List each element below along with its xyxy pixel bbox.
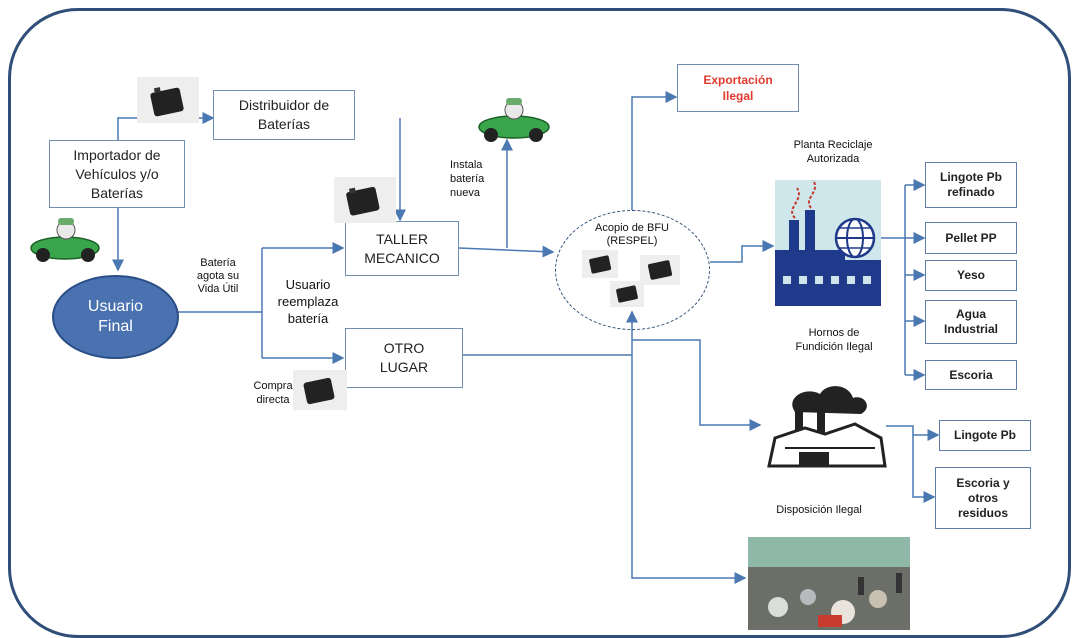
hornos-output-label: Escoria y otros residuos	[956, 475, 1010, 520]
dump-photo	[748, 537, 910, 630]
hornos-output-1: Lingote Pb	[939, 420, 1031, 451]
usuario-final-label: Usuario Final	[87, 298, 144, 335]
distribuidor-box: Distribuidor de Baterías	[213, 90, 355, 140]
planta-output-label: Lingote Pb refinado	[940, 170, 1002, 199]
usuario-final-node: Usuario Final	[52, 275, 179, 359]
acopio-ellipse	[555, 210, 710, 330]
hornos-label: Hornos de Fundición Ilegal	[795, 327, 873, 353]
battery-icon	[293, 370, 347, 410]
bateria-agota-label: Batería agota su Vida Útil	[196, 257, 240, 295]
recycling-plant-icon	[775, 180, 881, 306]
otro-lugar-box: OTRO LUGAR	[345, 328, 463, 388]
planta-output-2: Pellet PP	[925, 222, 1017, 254]
illegal-smelter-icon	[767, 386, 887, 468]
planta-output-1: Lingote Pb refinado	[925, 162, 1017, 208]
planta-output-5: Escoria	[925, 360, 1017, 390]
instala-label: Instala batería nueva	[450, 159, 485, 199]
battery-icon	[334, 177, 396, 223]
car-icon	[478, 98, 550, 142]
taller-box: TALLER MECANICO	[345, 221, 459, 276]
distribuidor-label: Distribuidor de Baterías	[238, 97, 330, 132]
planta-output-4: Agua Industrial	[925, 300, 1017, 344]
hornos-output-label: Lingote Pb	[954, 428, 1016, 442]
battery-icon	[137, 77, 199, 123]
usuario-reemplaza-label: Usuario reemplaza batería	[277, 277, 339, 326]
planta-label: Planta Reciclaje Autorizada	[793, 139, 873, 165]
planta-output-label: Pellet PP	[945, 230, 997, 245]
planta-output-label: Yeso	[956, 268, 986, 282]
importador-label: Importador de Vehículos y/o Baterías	[73, 146, 161, 201]
planta-output-3: Yeso	[925, 260, 1017, 291]
exportacion-box: Exportación Ilegal	[677, 64, 799, 112]
planta-output-label: Agua Industrial	[943, 307, 998, 336]
compra-label: Compra directa	[253, 380, 293, 406]
acopio-label: Acopio de BFU (RESPEL)	[595, 222, 669, 247]
disposicion-label: Disposición Ilegal	[776, 504, 862, 516]
planta-output-label: Escoria	[949, 367, 993, 382]
hornos-output-2: Escoria y otros residuos	[935, 467, 1031, 529]
car-icon	[30, 218, 100, 262]
battery-icon	[582, 250, 618, 278]
taller-label: TALLER MECANICO	[364, 230, 440, 266]
battery-icon	[640, 255, 680, 285]
battery-icon	[610, 281, 644, 307]
otro-lugar-label: OTRO LUGAR	[379, 340, 429, 375]
exportacion-label: Exportación Ilegal	[703, 73, 773, 103]
importador-box: Importador de Vehículos y/o Baterías	[49, 140, 185, 208]
